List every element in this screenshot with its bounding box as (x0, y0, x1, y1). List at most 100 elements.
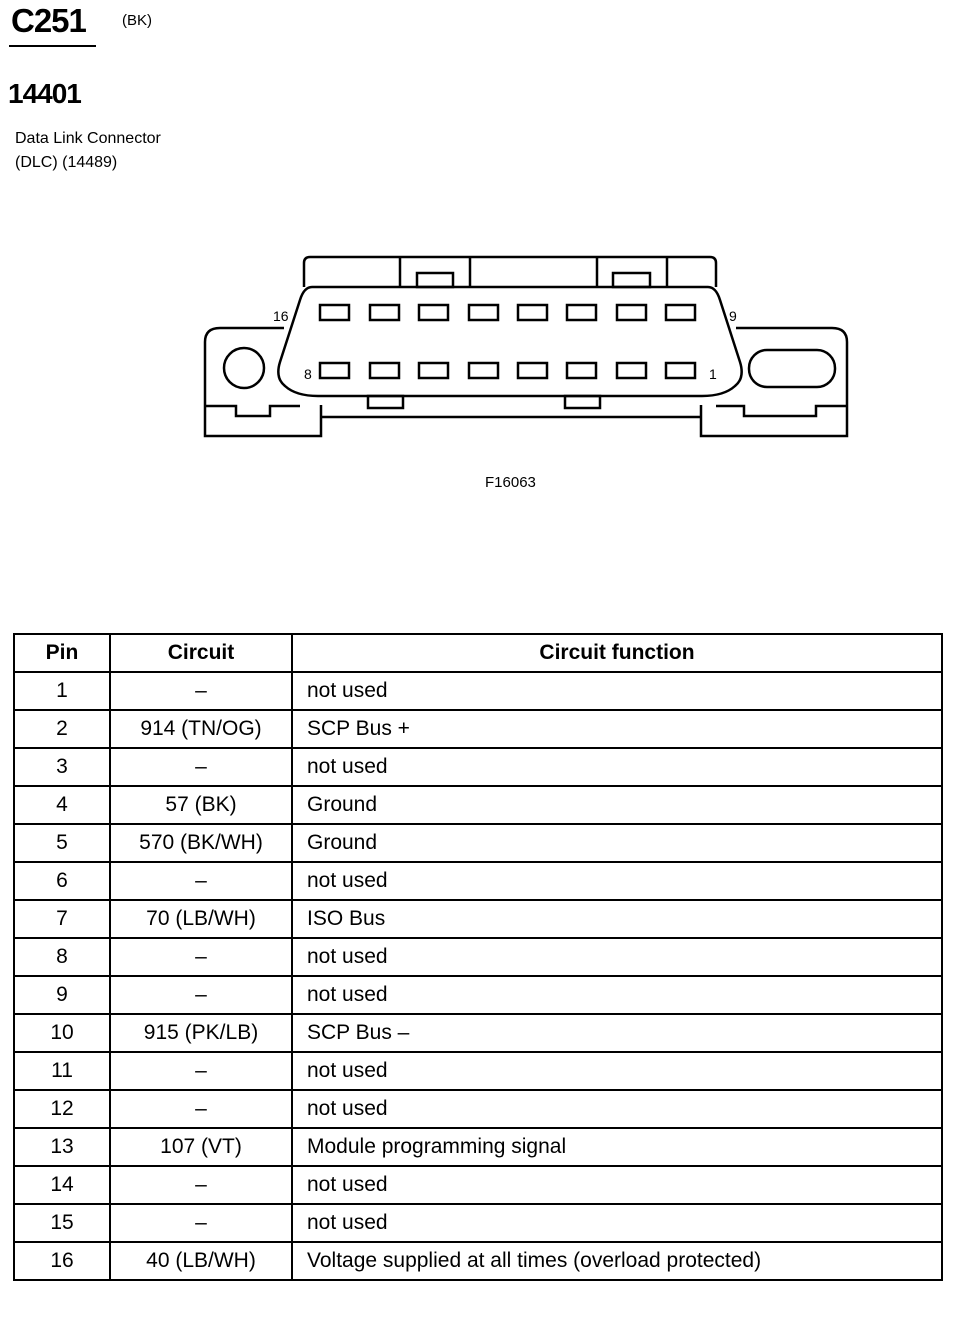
base-tab (563, 394, 602, 410)
header-circuit-function: Circuit function (291, 633, 943, 673)
circuit-cell: – (109, 671, 293, 711)
pin-cell: 14 (13, 1165, 111, 1205)
pin-contact (516, 303, 549, 322)
pin-label-9: 9 (729, 308, 737, 324)
pin-contact (664, 303, 697, 322)
pin-contact (467, 361, 500, 380)
connector-id: C251 (11, 2, 87, 39)
circuit-cell: 107 (VT) (109, 1127, 293, 1167)
circuit-cell: – (109, 937, 293, 977)
function-cell: not used (291, 937, 943, 977)
circuit-cell: 40 (LB/WH) (109, 1241, 293, 1281)
pin-contact (615, 361, 648, 380)
function-cell: Ground (291, 823, 943, 863)
figure-code: F16063 (485, 474, 536, 491)
function-cell: SCP Bus + (291, 709, 943, 749)
pin-cell: 6 (13, 861, 111, 901)
circuit-cell: – (109, 975, 293, 1015)
function-cell: not used (291, 747, 943, 787)
pin-label-16: 16 (273, 308, 289, 324)
pin-contact (664, 361, 697, 380)
circuit-cell: 915 (PK/LB) (109, 1013, 293, 1053)
function-cell: Ground (291, 785, 943, 825)
table-row: 11–not used (13, 1051, 943, 1091)
circuit-cell: 570 (BK/WH) (109, 823, 293, 863)
pin-cell: 7 (13, 899, 111, 939)
function-cell: not used (291, 671, 943, 711)
connector-description-line2: (DLC) (14489) (15, 154, 118, 171)
pin-cell: 2 (13, 709, 111, 749)
part-number: 14401 (8, 78, 82, 109)
table-header-row: Pin Circuit Circuit function (13, 633, 943, 673)
function-cell: ISO Bus (291, 899, 943, 939)
connector-body (277, 285, 743, 398)
pin-cell: 12 (13, 1089, 111, 1129)
function-cell: SCP Bus – (291, 1013, 943, 1053)
connector-color: (BK) (122, 12, 152, 29)
function-cell: not used (291, 1165, 943, 1205)
pin-cell: 10 (13, 1013, 111, 1053)
circuit-cell: – (109, 1165, 293, 1205)
pin-cell: 16 (13, 1241, 111, 1281)
circuit-cell: – (109, 861, 293, 901)
table-row: 15–not used (13, 1203, 943, 1243)
function-cell: not used (291, 1051, 943, 1091)
pin-contact (516, 361, 549, 380)
circuit-cell: – (109, 1051, 293, 1091)
function-cell: Voltage supplied at all times (overload … (291, 1241, 943, 1281)
pin-cell: 5 (13, 823, 111, 863)
table-row: 9–not used (13, 975, 943, 1015)
pin-contact (565, 361, 598, 380)
ridge-notch (415, 271, 455, 289)
pin-cell: 9 (13, 975, 111, 1015)
right-mounting-slot (747, 348, 837, 389)
pin-cell: 15 (13, 1203, 111, 1243)
left-mounting-flange (203, 326, 323, 438)
left-mounting-hole (222, 346, 266, 390)
function-cell: not used (291, 975, 943, 1015)
pin-contact (368, 361, 401, 380)
function-cell: not used (291, 1089, 943, 1129)
pin-contact (417, 361, 450, 380)
circuit-cell: – (109, 1089, 293, 1129)
pin-contact (467, 303, 500, 322)
circuit-cell: 914 (TN/OG) (109, 709, 293, 749)
pin-cell: 11 (13, 1051, 111, 1091)
connector-id-underline (9, 45, 96, 47)
circuit-cell: – (109, 747, 293, 787)
table-row: 3–not used (13, 747, 943, 787)
circuit-cell: 57 (BK) (109, 785, 293, 825)
table-row: 14–not used (13, 1165, 943, 1205)
table-row: 12–not used (13, 1089, 943, 1129)
pin-cell: 4 (13, 785, 111, 825)
function-cell: Module programming signal (291, 1127, 943, 1167)
header-circuit: Circuit (109, 633, 293, 673)
header-pin: Pin (13, 633, 111, 673)
connector-description-line1: Data Link Connector (15, 130, 161, 147)
function-cell: not used (291, 861, 943, 901)
pin-label-8: 8 (304, 366, 312, 382)
dlc-connector-diagram: 16 9 8 1 (203, 255, 849, 438)
pin-contacts (318, 303, 697, 380)
pin-contact (318, 361, 351, 380)
pin-cell: 3 (13, 747, 111, 787)
function-cell: not used (291, 1203, 943, 1243)
pin-cell: 8 (13, 937, 111, 977)
table-row: 6–not used (13, 861, 943, 901)
pin-label-1: 1 (709, 366, 717, 382)
base-tab (366, 394, 405, 410)
table-row: 8–not used (13, 937, 943, 977)
pin-contact (615, 303, 648, 322)
pin-cell: 13 (13, 1127, 111, 1167)
circuit-cell: – (109, 1203, 293, 1243)
pin-contact (417, 303, 450, 322)
pin-contact (318, 303, 351, 322)
